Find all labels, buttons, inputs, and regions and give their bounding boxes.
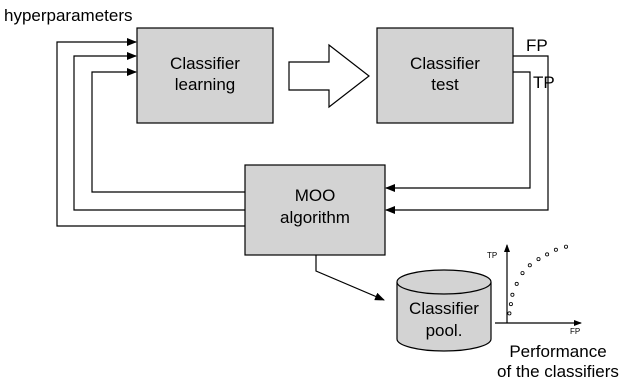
classifier-learning-line1: Classifier [170,54,240,73]
performance-chart: TP FP [487,244,582,336]
chart-point [527,263,532,268]
feedback-line-2 [73,52,245,211]
moo-to-pool-connector [315,255,385,301]
hyperparameters-label: hyperparameters [4,6,133,25]
chart-point [553,247,558,252]
classifier-test-line1: Classifier [410,54,480,73]
classifier-pool-cylinder: Classifier pool. [396,269,492,352]
chart-point [508,302,513,307]
chart-point [510,292,515,297]
tp-output-label: TP [533,73,555,92]
fp-connector [385,55,549,214]
chart-point [564,244,569,249]
chart-point [514,281,519,286]
chart-caption-line2: of the classifiers [497,362,619,381]
moo-line1: MOO [295,186,336,205]
feedback-line-3 [56,38,245,227]
classifier-test-line2: test [431,75,459,94]
hollow-flow-arrow [288,43,370,109]
feedback-line-1 [91,68,245,193]
chart-point [520,271,525,276]
chart-x-label: FP [570,327,580,336]
fp-output-label: FP [526,36,548,55]
moo-line2: algorithm [280,208,350,227]
tp-connector [385,71,531,192]
chart-caption-line1: Performance [509,342,606,361]
chart-point [507,311,512,316]
chart-point [536,257,541,262]
classifier-learning-box: Classifier learning [136,27,274,124]
moo-algorithm-box: MOO algorithm [244,164,386,256]
chart-point [545,252,550,257]
pool-line2: pool. [426,321,463,340]
classifier-test-box: Classifier test [376,27,514,124]
pool-line1: Classifier [409,299,479,318]
chart-y-label: TP [487,251,497,260]
classifier-learning-line2: learning [175,75,236,94]
